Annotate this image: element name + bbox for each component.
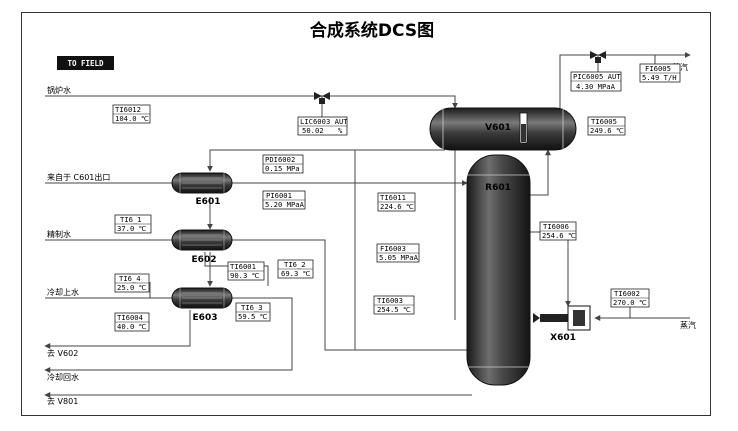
ti6011-value: 224.6 ℃ (380, 202, 414, 211)
ti61-value: 37.0 ℃ (117, 224, 147, 233)
ti63-value: 59.5 ℃ (238, 312, 268, 321)
refined-water-label: 精制水 (47, 229, 71, 239)
fi6005-value: 5.49 T/H (642, 73, 677, 82)
ti6006-name: TI6006 (543, 222, 569, 231)
ti6005-name: TI6005 (591, 117, 617, 126)
ti6003-tag[interactable]: TI6003 254.5 ℃ (373, 295, 415, 315)
lic6003-valve[interactable] (314, 92, 330, 104)
fi6003-tag[interactable]: FI6003 5.05 MPaA (376, 243, 420, 263)
lic6003-value: 50.02 (302, 126, 324, 135)
page-title: 合成系统DCS图 (310, 20, 434, 41)
v601-label: V601 (485, 123, 511, 133)
e603-exchanger[interactable] (171, 287, 233, 309)
lic6003-tag[interactable]: LIC6003 AUT 50.02 % (297, 116, 348, 136)
ti6002-tag[interactable]: TI6002 270.0 ℃ (610, 288, 650, 308)
e601-exchanger[interactable] (171, 172, 233, 194)
to-v801-label: 去 V801 (47, 396, 78, 406)
fi6003-value: 5.05 MPaA (379, 253, 419, 262)
pi6001-value: 5.20 MPaA (265, 200, 305, 209)
r601-reactor[interactable] (466, 154, 531, 386)
pic6005-tag[interactable]: PIC6005 AUT 4.30 MPaA (570, 71, 622, 92)
e602-label: E602 (192, 255, 217, 265)
to-field-label: TO FIELD (67, 59, 104, 68)
ti6011-tag[interactable]: TI6011 224.6 ℃ (377, 192, 416, 212)
pic6005-value: 4.30 MPaA (576, 82, 616, 91)
ti6002-value: 270.0 ℃ (613, 298, 647, 307)
pdi6002-value: 0.15 MPa (265, 164, 300, 173)
ti6012-tag[interactable]: TI6012 104.0 ℃ (112, 104, 151, 124)
ti64-tag[interactable]: TI6_4 25.0 ℃ (114, 273, 150, 293)
steam-right-label: 蒸汽 (680, 320, 696, 330)
ti63-name: TI6_3 (241, 303, 263, 312)
cooling-return-label: 冷却回水 (47, 372, 79, 382)
ti6004-name: TI6004 (117, 313, 143, 322)
fi6005-tag[interactable]: FI6005 5.49 T/H (639, 63, 681, 83)
ti61-tag[interactable]: TI6_1 37.0 ℃ (114, 214, 152, 234)
ti6012-value: 104.0 ℃ (115, 114, 149, 123)
pdi6002-name: PDI6002 (265, 155, 295, 164)
from-c601-label: 来自于 C601出口 (47, 172, 110, 182)
ti62-name: TI6_2 (284, 260, 306, 269)
ti64-value: 25.0 ℃ (117, 283, 147, 292)
fi6005-name: FI6005 (645, 64, 671, 73)
ti63-tag[interactable]: TI6_3 59.5 ℃ (235, 302, 271, 322)
r601-label: R601 (485, 183, 511, 193)
to-v602-label: 去 V602 (47, 348, 78, 358)
boiler-water-label: 锅炉水 (47, 85, 71, 95)
ti6011-name: TI6011 (380, 193, 406, 202)
v601-drum[interactable] (429, 107, 577, 151)
piping (44, 52, 691, 398)
lic6003-unit: % (338, 126, 343, 135)
to-field-button[interactable]: TO FIELD (57, 56, 114, 70)
ti6005-value: 249.6 ℃ (590, 126, 624, 135)
pi6001-name: PI6001 (266, 191, 292, 200)
ti6002-name: TI6002 (614, 289, 640, 298)
cooling-water-in-label: 冷却上水 (47, 287, 79, 297)
ti62-tag[interactable]: TI6_2 69.3 ℃ (277, 259, 314, 279)
e603-label: E603 (193, 313, 218, 323)
ti61-name: TI6_1 (120, 215, 142, 224)
ti6003-value: 254.5 ℃ (377, 305, 411, 314)
x601-label: X601 (550, 333, 576, 343)
ti6006-value: 254.6 ℃ (542, 231, 576, 240)
x601-equipment[interactable] (533, 305, 591, 331)
fi6003-name: FI6003 (380, 244, 406, 253)
ti64-name: TI6_4 (119, 274, 141, 283)
e602-exchanger[interactable] (171, 229, 233, 251)
ti6006-tag[interactable]: TI6006 254.6 ℃ (539, 221, 577, 241)
pic6005-valve[interactable] (590, 51, 606, 63)
ti6004-value: 40.0 ℃ (117, 322, 147, 331)
ti6001-tag[interactable]: TI6001 90.3 ℃ (227, 261, 265, 281)
pic6005-name: PIC6005 AUT (573, 72, 621, 81)
lic6003-name: LIC6003 AUT (300, 117, 348, 126)
ti6004-tag[interactable]: TI6004 40.0 ℃ (114, 312, 150, 332)
ti6001-value: 90.3 ℃ (230, 271, 260, 280)
e601-label: E601 (196, 197, 221, 207)
pi6001-tag[interactable]: PI6001 5.20 MPaA (262, 190, 306, 210)
pdi6002-tag[interactable]: PDI6002 0.15 MPa (262, 154, 304, 174)
ti6012-name: TI6012 (115, 105, 141, 114)
ti6003-name: TI6003 (377, 296, 403, 305)
ti62-value: 69.3 ℃ (281, 269, 311, 278)
ti6005-tag[interactable]: TI6005 249.6 ℃ (587, 116, 626, 136)
ti6001-name: TI6001 (230, 262, 256, 271)
